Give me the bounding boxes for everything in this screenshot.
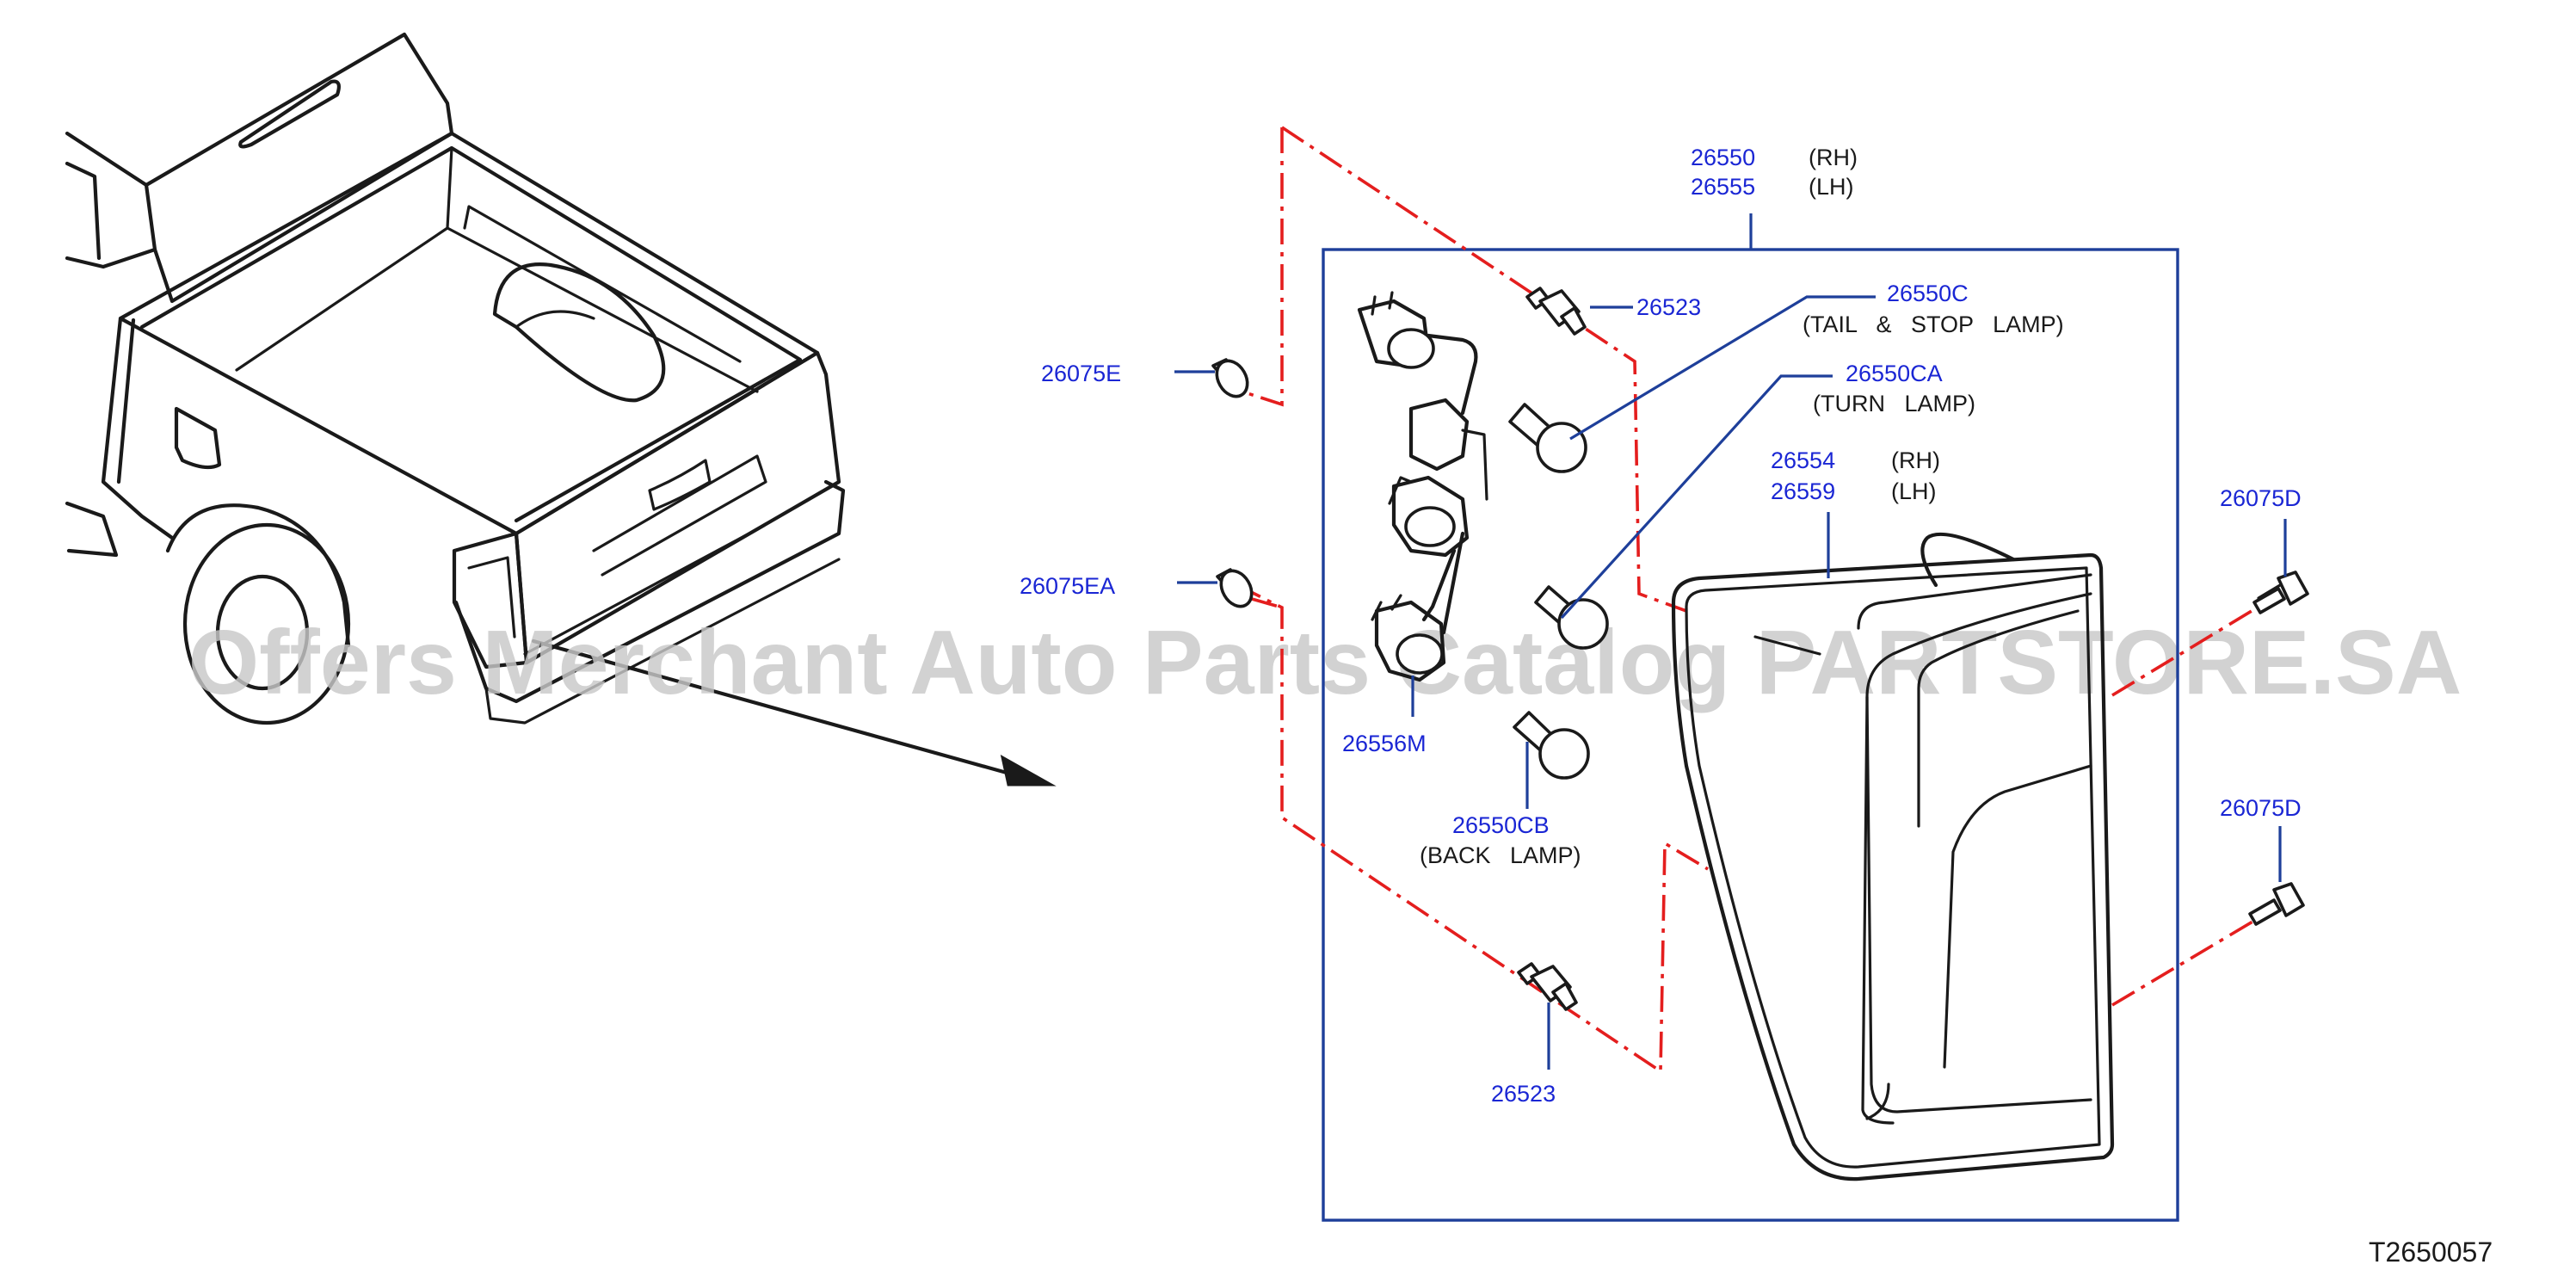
alignment-dash-lines [1228,126,2281,1075]
assembly-frame [1322,248,2179,1222]
label-assy-rh-pn: 26550 [1691,145,1755,170]
nut-26523-bottom [1517,962,1578,1011]
label-bolt-bottom: 26523 [1491,1081,1556,1107]
bulb-tail-stop [1508,403,1587,473]
label-back-desc: (BACK LAMP) [1420,842,1581,868]
nut-26523-top [1525,287,1587,336]
label-lens-rh-side: (RH) [1891,447,1940,473]
watermark: Offers Merchant Auto Parts Catalog PARTS… [188,612,2462,713]
label-tail-stop-desc: (TAIL & STOP LAMP) [1803,312,2064,337]
bulb-back [1513,711,1590,780]
label-grommet-ea: 26075EA [1020,573,1115,599]
screw-26075D-bottom [2248,882,2305,926]
label-tail-stop-pn: 26550C [1887,281,1969,306]
label-lens-lh-pn: 26559 [1771,478,1835,504]
label-bolt-top: 26523 [1636,294,1701,320]
label-turn-pn: 26550CA [1846,361,1943,386]
label-assy-rh-side: (RH) [1809,145,1858,170]
label-assy-lh-side: (LH) [1809,174,1854,200]
label-back-pn: 26550CB [1452,812,1550,838]
tail-lamp-lens-housing [1671,532,2115,1181]
label-assy-lh-pn: 26555 [1691,174,1755,200]
label-lens-lh-side: (LH) [1891,478,1937,504]
label-socket: 26556M [1342,731,1427,756]
socket-harness [1357,291,1488,682]
grommet-26075EA [1216,568,1254,608]
truck-illustration [65,32,1057,787]
label-lens-rh-pn: 26554 [1771,447,1835,473]
label-grommet-e: 26075E [1041,361,1121,386]
diagram-code: T2650057 [2369,1237,2493,1268]
label-screw-d-top: 26075D [2220,485,2302,511]
grommet-26075E [1211,358,1249,398]
leader-lines [1174,295,2287,1070]
screw-26075D-top [2252,571,2309,614]
label-screw-d-bottom: 26075D [2220,795,2302,821]
label-turn-desc: (TURN LAMP) [1813,391,1975,416]
